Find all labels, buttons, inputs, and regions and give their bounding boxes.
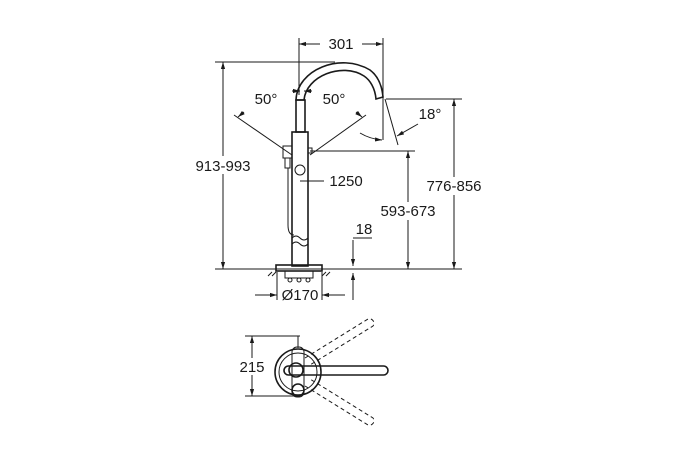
- dim-lever-angle-right: 50°: [323, 91, 346, 108]
- dim-total-height: 913-993: [195, 158, 250, 175]
- dim-lever-angle-left: 50°: [255, 91, 278, 108]
- faucet-top-view: [274, 318, 389, 426]
- dim-base-diameter: Ø170: [282, 287, 319, 304]
- lever-handle-rotated-front: [304, 378, 375, 426]
- dim-spout-angle: 18°: [419, 106, 442, 123]
- hose: [287, 168, 295, 236]
- mounting: [284, 270, 314, 279]
- lever-handle-rotated-back: [304, 318, 375, 366]
- dim-plate-thickness: 18: [356, 221, 373, 238]
- stem: [291, 131, 309, 267]
- upper-tube: [295, 99, 306, 133]
- dim-spout-reach: 301: [328, 36, 353, 53]
- lever-handle: [283, 365, 389, 376]
- dim-spout-height: 776-856: [426, 178, 481, 195]
- dim-hose-length: 1250: [329, 173, 362, 190]
- faucet-side-view: [267, 62, 384, 283]
- stem-break: [291, 235, 309, 241]
- base-circle: [274, 348, 322, 396]
- spout: [295, 62, 384, 101]
- dim-base-depth: 215: [239, 359, 264, 376]
- dim-handle-height: 593-673: [380, 203, 435, 220]
- hose-connector: [294, 164, 306, 176]
